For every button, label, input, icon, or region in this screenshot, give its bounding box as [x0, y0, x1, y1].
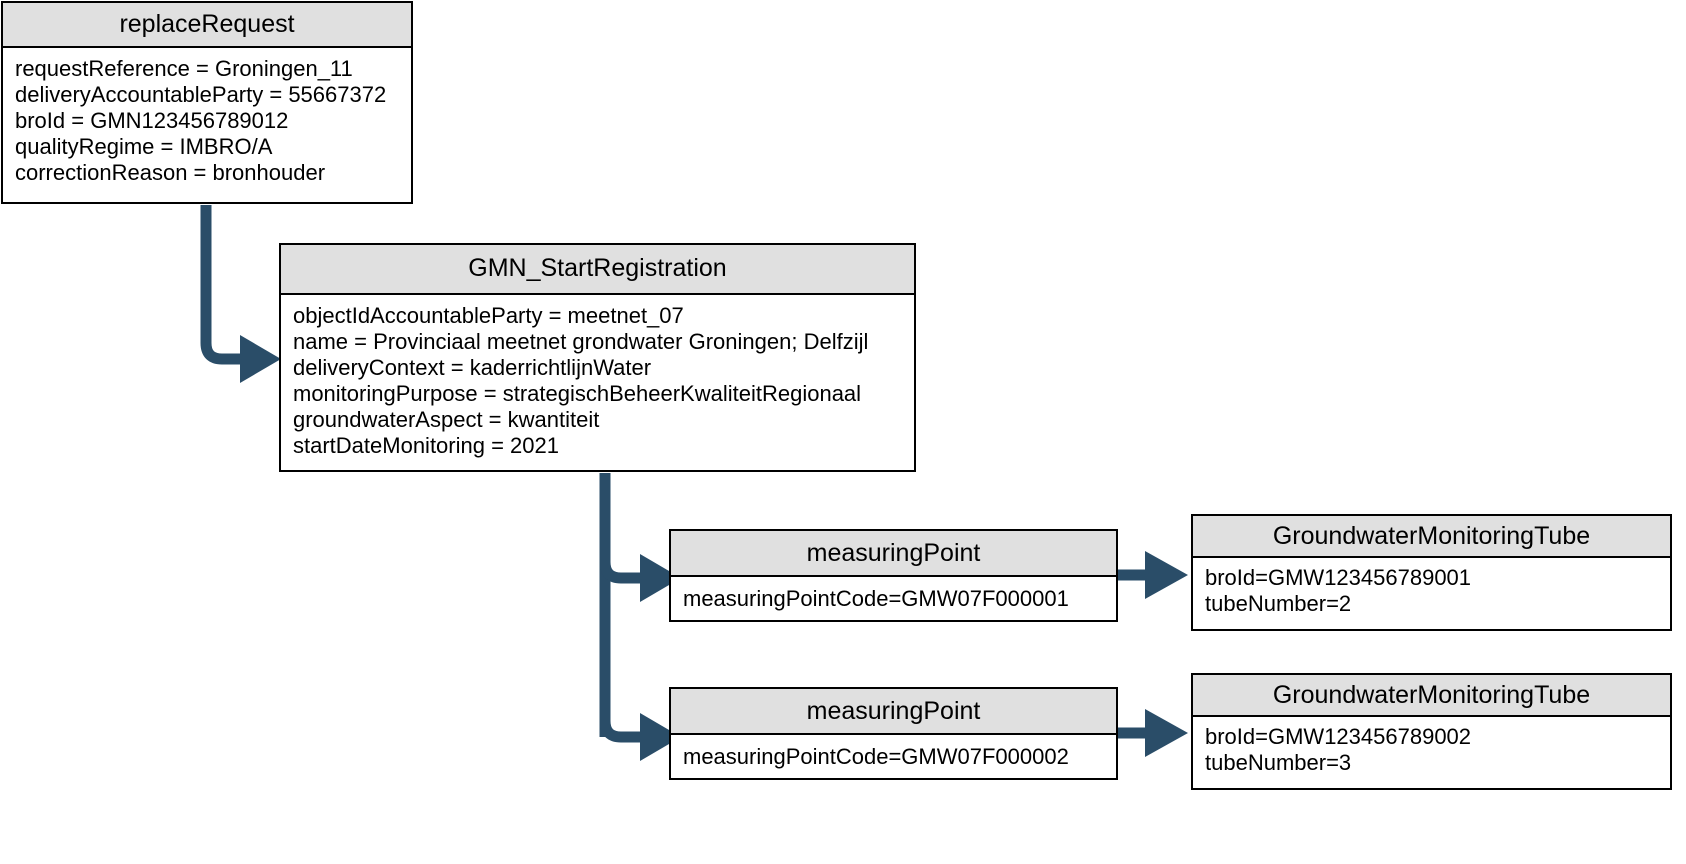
- object-box-attributes-groundwater-monitoring-tube-2: broId=GMW123456789002 tubeNumber=3: [1193, 717, 1670, 784]
- object-box-title-groundwater-monitoring-tube-2: GroundwaterMonitoringTube: [1193, 675, 1670, 717]
- object-box-groundwater-monitoring-tube-1[interactable]: GroundwaterMonitoringTube broId=GMW12345…: [1191, 514, 1672, 631]
- object-box-replace-request[interactable]: replaceRequest requestReference = Gronin…: [1, 1, 413, 204]
- object-box-attributes-measuring-point-2: measuringPointCode=GMW07F000002: [671, 735, 1116, 778]
- attribute-row: tubeNumber=3: [1205, 750, 1352, 775]
- attribute-row: tubeNumber=2: [1205, 591, 1352, 616]
- attribute-row: requestReference = Groningen_11: [15, 56, 353, 81]
- attribute-row: startDateMonitoring = 2021: [293, 433, 559, 458]
- connector-measuring-point-2-to-tube-2: [1118, 709, 1188, 757]
- object-box-title-groundwater-monitoring-tube-1: GroundwaterMonitoringTube: [1193, 516, 1670, 558]
- attribute-row: measuringPointCode=GMW07F000002: [683, 744, 1069, 769]
- object-box-measuring-point-1[interactable]: measuringPoint measuringPointCode=GMW07F…: [669, 529, 1118, 622]
- attribute-row: measuringPointCode=GMW07F000001: [683, 586, 1069, 611]
- attribute-row: broId = GMN123456789012: [15, 108, 289, 133]
- object-box-title-replace-request: replaceRequest: [3, 3, 411, 48]
- attribute-row: groundwaterAspect = kwantiteit: [293, 407, 600, 432]
- object-box-attributes-measuring-point-1: measuringPointCode=GMW07F000001: [671, 577, 1116, 620]
- attribute-row: qualityRegime = IMBRO/A: [15, 134, 273, 159]
- object-box-title-gmn-start-registration: GMN_StartRegistration: [281, 245, 914, 295]
- connector-replace-request-to-gmn-start-registration: [200, 205, 281, 383]
- object-box-gmn-start-registration[interactable]: GMN_StartRegistration objectIdAccountabl…: [279, 243, 916, 472]
- object-box-title-measuring-point-2: measuringPoint: [671, 689, 1116, 735]
- object-box-measuring-point-2[interactable]: measuringPoint measuringPointCode=GMW07F…: [669, 687, 1118, 780]
- object-box-title-measuring-point-1: measuringPoint: [671, 531, 1116, 577]
- object-box-attributes-gmn-start-registration: objectIdAccountableParty = meetnet_07 na…: [281, 295, 914, 467]
- attribute-row: objectIdAccountableParty = meetnet_07: [293, 303, 684, 328]
- attribute-row: broId=GMW123456789001: [1205, 565, 1472, 590]
- object-box-attributes-replace-request: requestReference = Groningen_11 delivery…: [3, 48, 411, 194]
- attribute-row: deliveryContext = kaderrichtlijnWater: [293, 355, 652, 380]
- object-box-attributes-groundwater-monitoring-tube-1: broId=GMW123456789001 tubeNumber=2: [1193, 558, 1670, 625]
- attribute-row: deliveryAccountableParty = 55667372: [15, 82, 387, 107]
- attribute-row: monitoringPurpose = strategischBeheerKwa…: [293, 381, 862, 406]
- attribute-row: name = Provinciaal meetnet grondwater Gr…: [293, 329, 869, 354]
- connector-measuring-point-1-to-tube-1: [1118, 551, 1188, 599]
- object-box-groundwater-monitoring-tube-2[interactable]: GroundwaterMonitoringTube broId=GMW12345…: [1191, 673, 1672, 790]
- attribute-row: correctionReason = bronhouder: [15, 160, 326, 185]
- attribute-row: broId=GMW123456789002: [1205, 724, 1472, 749]
